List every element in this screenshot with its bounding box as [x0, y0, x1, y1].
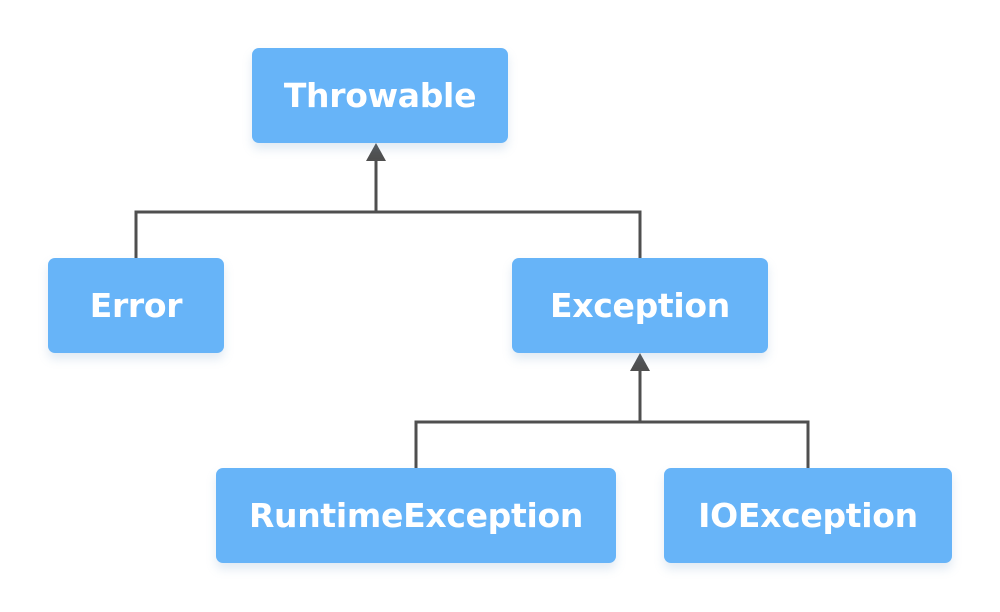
node-throwable-label: Throwable — [283, 76, 477, 115]
node-error-label: Error — [89, 286, 183, 325]
connector-error-exception-to-throwable — [134, 158, 642, 260]
node-exception-label: Exception — [550, 286, 730, 325]
arrowhead-to-exception — [630, 353, 650, 371]
node-throwable: Throwable — [252, 48, 508, 143]
node-error: Error — [48, 258, 224, 353]
arrowhead-to-throwable — [366, 143, 386, 161]
node-runtime-exception: RuntimeException — [216, 468, 616, 563]
node-io-exception: IOException — [664, 468, 952, 563]
node-exception: Exception — [512, 258, 768, 353]
node-runtime-exception-label: RuntimeException — [248, 496, 584, 535]
connector-runtime-io-to-exception — [414, 368, 810, 470]
node-io-exception-label: IOException — [698, 496, 918, 535]
